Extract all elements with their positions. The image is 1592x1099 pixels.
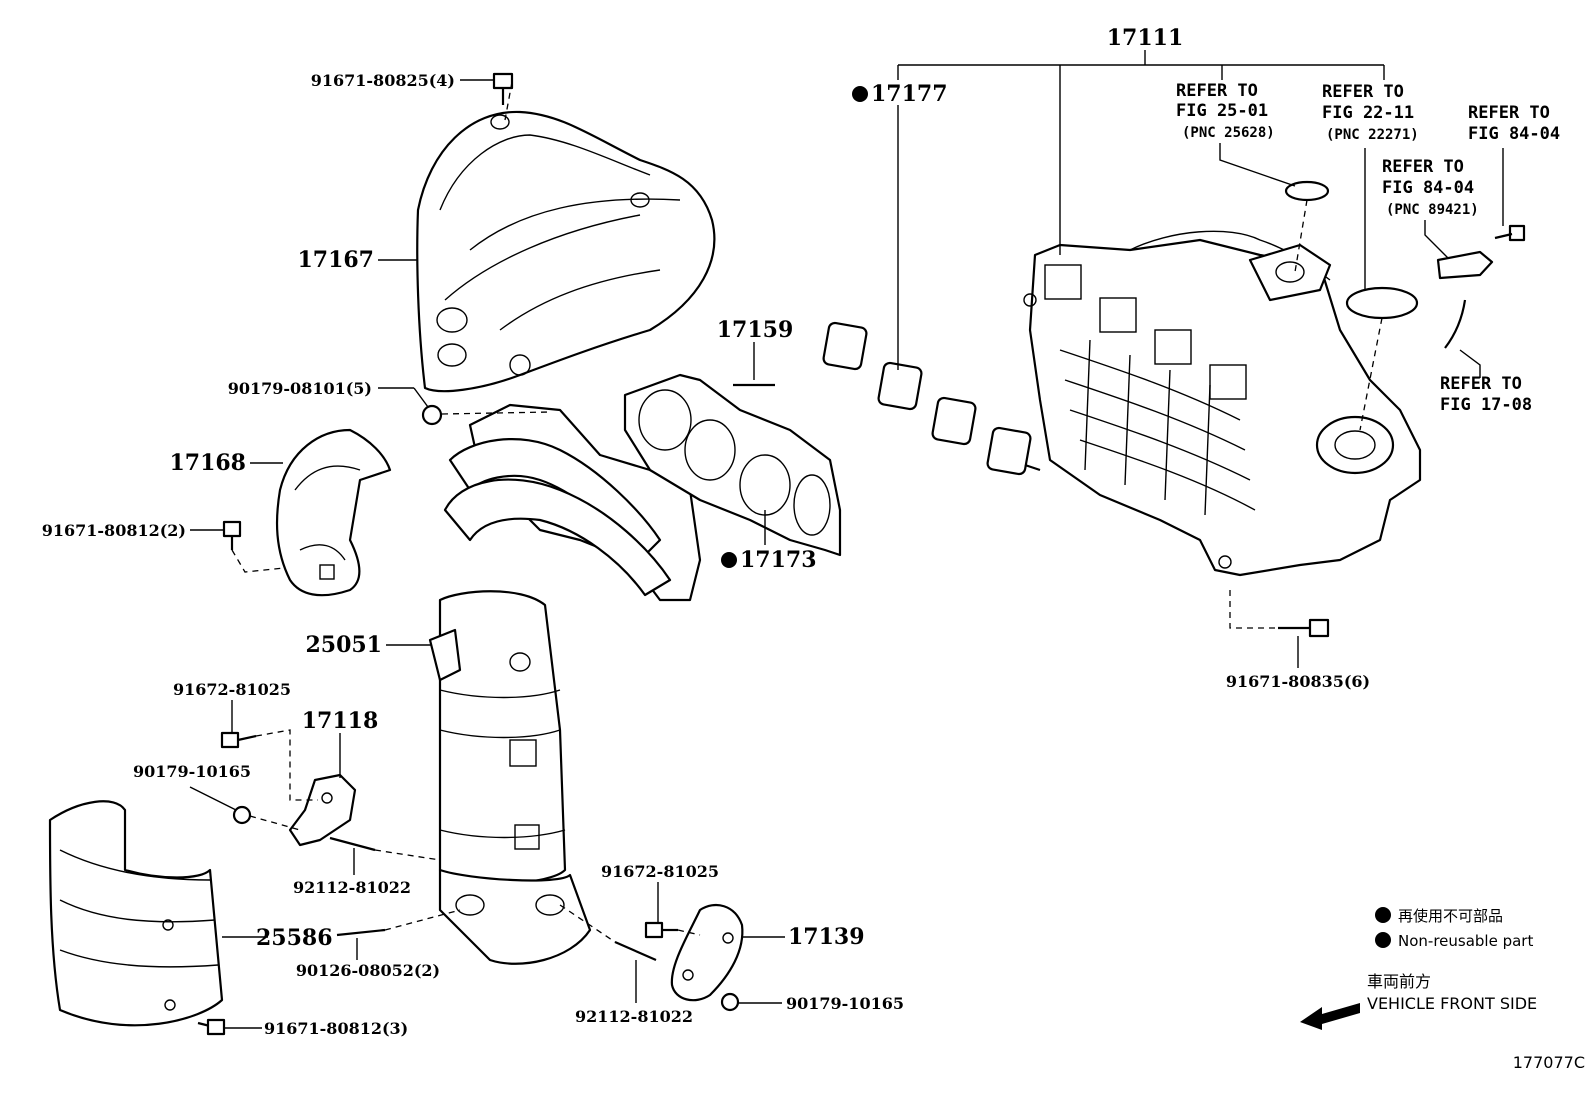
heat-insulator-17168[interactable]	[275, 428, 392, 597]
nut-90179-08101[interactable]	[421, 404, 443, 426]
vehicle-front-indicator: 車両前方 VEHICLE FRONT SIDE	[1300, 972, 1537, 1030]
label-90179-10165-a[interactable]: 90179-10165	[133, 762, 251, 781]
label-92112-81022-b[interactable]: 92112-81022	[575, 1007, 693, 1026]
svg-text:FIG 17-08: FIG 17-08	[1440, 395, 1532, 415]
legend: 再使用不可部品 Non-reusable part	[1375, 907, 1533, 950]
bolt-91671-80812-b[interactable]	[197, 1018, 226, 1036]
label-90126-08052[interactable]: 90126-08052(2)	[296, 961, 440, 980]
bracket-17118[interactable]	[288, 773, 357, 847]
bolt-91671-80812-a[interactable]	[222, 520, 242, 550]
svg-text:FIG 22-11: FIG 22-11	[1322, 103, 1414, 123]
ref-fig-84-04-b[interactable]: REFER TO FIG 84-04 (PNC 89421)	[1382, 157, 1479, 218]
label-92112-81022-a[interactable]: 92112-81022	[293, 878, 411, 897]
bracket-17139[interactable]	[670, 903, 744, 1002]
label-91672-81025-b[interactable]: 91672-81025	[601, 862, 719, 881]
svg-text:FIG 25-01: FIG 25-01	[1176, 101, 1268, 121]
label-91671-80812-2[interactable]: 91671-80812(2)	[42, 521, 186, 540]
intake-manifold-17111[interactable]	[1023, 230, 1422, 577]
gasket-pnc-22271[interactable]	[1345, 286, 1419, 320]
ref-fig-22-11[interactable]: REFER TO FIG 22-11 (PNC 22271)	[1322, 82, 1419, 143]
label-91671-80835[interactable]: 91671-80835(6)	[1226, 672, 1370, 691]
hose-fig-17-08[interactable]	[1444, 299, 1467, 349]
stud-92112-81022-a[interactable]	[329, 836, 376, 852]
svg-text:REFER TO: REFER TO	[1322, 82, 1404, 102]
front-en-text: VEHICLE FRONT SIDE	[1367, 994, 1537, 1013]
svg-text:FIG 84-04: FIG 84-04	[1468, 124, 1560, 144]
sensor-pnc-89421[interactable]	[1436, 224, 1526, 280]
label-17173[interactable]: 17173	[740, 547, 817, 573]
svg-text:(PNC 25628): (PNC 25628)	[1182, 125, 1275, 141]
legend-dot-jp	[1375, 907, 1391, 923]
svg-text:REFER TO: REFER TO	[1440, 374, 1522, 394]
front-arrow-icon	[1300, 1003, 1360, 1030]
label-90179-10165-b[interactable]: 90179-10165	[786, 994, 904, 1013]
label-91671-80825[interactable]: 91671-80825(4)	[311, 71, 455, 90]
svg-text:(PNC 89421): (PNC 89421)	[1386, 202, 1479, 218]
label-17111[interactable]: 17111	[1107, 25, 1184, 51]
label-91672-81025-a[interactable]: 91672-81025	[173, 680, 291, 699]
ref-fig-17-08[interactable]: REFER TO FIG 17-08	[1440, 374, 1532, 415]
part-number-labels: 91671-80825(4) 17167 90179-08101(5) 1716…	[42, 25, 1370, 1038]
label-17168[interactable]: 17168	[169, 450, 246, 476]
bolt-91672-81025-b[interactable]	[644, 921, 678, 939]
ref-fig-25-01[interactable]: REFER TO FIG 25-01 (PNC 25628)	[1176, 81, 1275, 141]
nut-90179-10165-a[interactable]	[232, 805, 252, 825]
gasket-17173[interactable]	[623, 373, 842, 557]
svg-text:FIG 84-04: FIG 84-04	[1382, 178, 1474, 198]
non-reusable-dot-17173	[721, 552, 737, 568]
refer-to-notes: REFER TO FIG 25-01 (PNC 25628) REFER TO …	[1176, 81, 1560, 415]
label-25051[interactable]: 25051	[305, 632, 382, 658]
stud-92112-81022-b[interactable]	[614, 940, 657, 962]
non-reusable-dot-17177	[852, 86, 868, 102]
leader-lines	[189, 50, 1504, 1029]
label-25586[interactable]: 25586	[256, 925, 333, 951]
legend-en-text: Non-reusable part	[1398, 932, 1533, 950]
label-17139[interactable]: 17139	[788, 924, 865, 950]
front-jp-text: 車両前方	[1367, 972, 1431, 991]
gasket-set-17177[interactable]	[822, 321, 1041, 476]
exhaust-manifold-converter-25051[interactable]	[428, 403, 702, 965]
ref-fig-84-04-a[interactable]: REFER TO FIG 84-04	[1468, 103, 1560, 144]
heat-insulator-17167[interactable]	[416, 110, 716, 393]
legend-dot-en	[1375, 932, 1391, 948]
nut-90179-10165-b[interactable]	[720, 992, 740, 1012]
svg-text:REFER TO: REFER TO	[1382, 157, 1464, 177]
label-91671-80812-3[interactable]: 91671-80812(3)	[264, 1019, 408, 1038]
label-17159[interactable]: 17159	[717, 317, 794, 343]
svg-text:REFER TO: REFER TO	[1468, 103, 1550, 123]
label-17118[interactable]: 17118	[302, 708, 379, 734]
bolt-91671-80835[interactable]	[1278, 618, 1330, 638]
label-90179-08101[interactable]: 90179-08101(5)	[228, 379, 372, 398]
label-17167[interactable]: 17167	[297, 247, 374, 273]
dashed-connectors	[231, 81, 1383, 943]
legend-jp-text: 再使用不可部品	[1398, 907, 1503, 925]
heat-insulator-25586[interactable]	[48, 800, 224, 1027]
svg-text:(PNC 22271): (PNC 22271)	[1326, 127, 1419, 143]
svg-text:REFER TO: REFER TO	[1176, 81, 1258, 101]
illustration-code: 177077C	[1513, 1053, 1585, 1072]
bolt-91671-80825[interactable]	[492, 72, 514, 105]
label-17177[interactable]: 17177	[871, 81, 948, 107]
stud-90126-08052[interactable]	[336, 928, 386, 937]
bolt-91672-81025-a[interactable]	[220, 731, 257, 749]
